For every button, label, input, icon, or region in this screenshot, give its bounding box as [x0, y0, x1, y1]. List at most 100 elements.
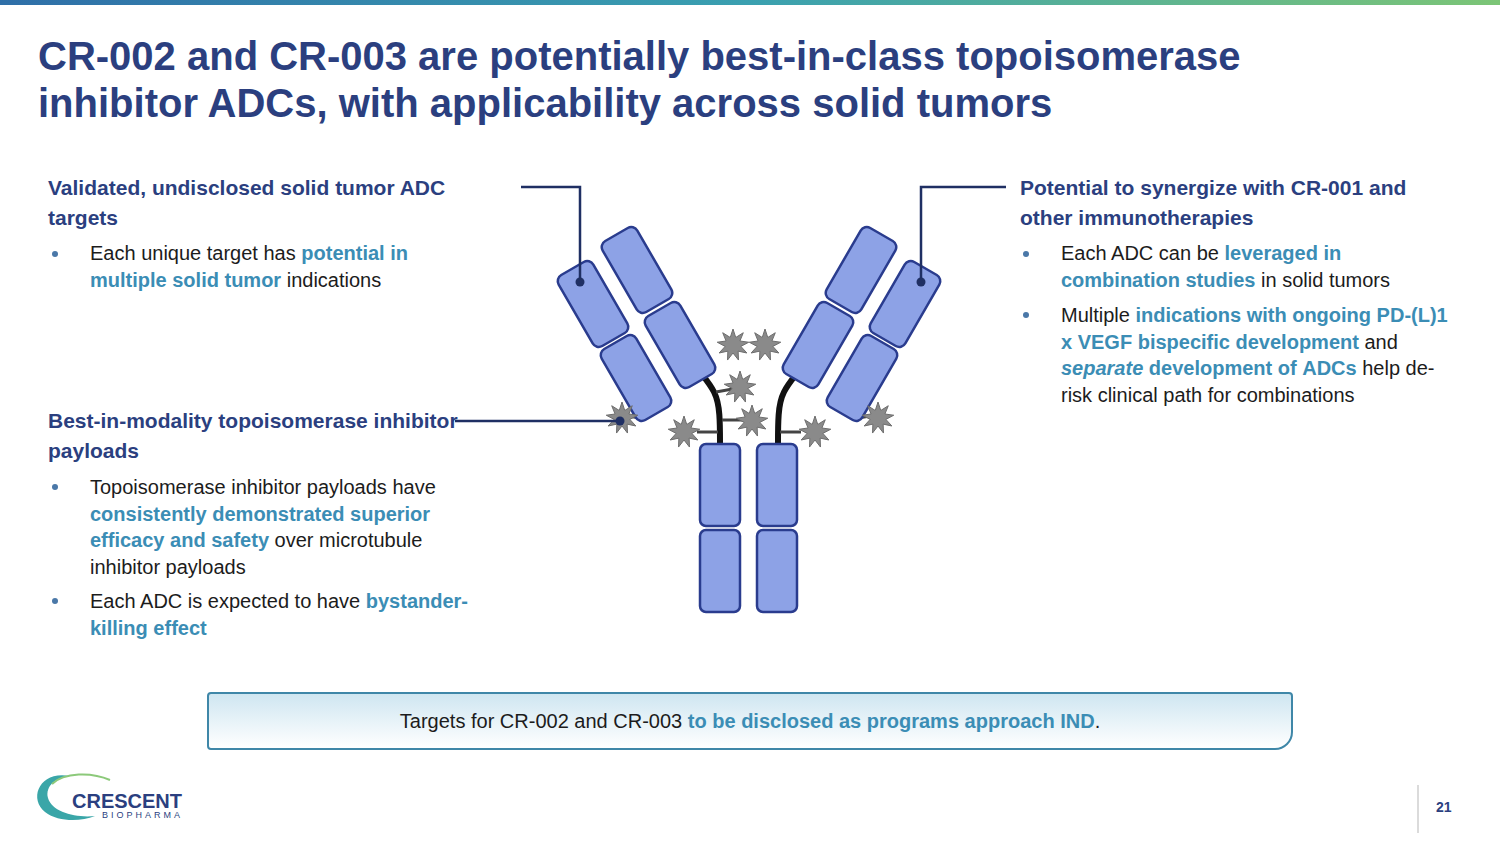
text-run: ongoing — [1292, 304, 1371, 326]
text-run: in — [1261, 269, 1277, 291]
text-run: tumors — [1329, 269, 1390, 291]
page-divider — [1417, 785, 1419, 833]
text-run: Potential — [1020, 176, 1109, 199]
text-run: 21 — [1436, 799, 1452, 815]
text-run: ADC — [140, 590, 182, 612]
text-run: and — [1364, 331, 1397, 353]
text-run: to — [295, 590, 312, 612]
antibody-domain — [824, 332, 900, 423]
text-run: inhibitor — [231, 476, 301, 498]
text-run: Topoisomerase — [90, 476, 226, 498]
text-run: payloads — [307, 476, 387, 498]
text-run: solid — [280, 176, 329, 199]
text-run: payloads — [166, 556, 246, 578]
logo-swoosh — [52, 774, 110, 784]
bullet-text: Each unique target has potential in mult… — [90, 240, 468, 294]
leader-line — [455, 420, 620, 423]
payload-star — [606, 402, 638, 433]
text-run: CRESCENT — [72, 790, 182, 812]
antibody-domain — [867, 258, 943, 349]
text-run: is — [188, 590, 202, 612]
text-run: be — [712, 710, 735, 732]
top-bar — [0, 0, 1500, 5]
text-run: Multiple — [1061, 304, 1130, 326]
text-run: IND — [1060, 710, 1094, 732]
text-run: targets — [48, 206, 118, 229]
text-run: CR-002 — [500, 710, 569, 732]
text-run: PD-(L)1 — [1377, 304, 1448, 326]
text-run: microtubule — [319, 529, 422, 551]
logo-wordmark: CRESCENT — [72, 790, 212, 812]
payload-star — [749, 329, 781, 360]
bullet-text: Each ADC can be leveraged in combination… — [1061, 240, 1456, 294]
text-run: VEGF — [1078, 331, 1132, 353]
text-run: demonstrated — [212, 503, 344, 525]
bullet-text: Topoisomerase inhibitor payloads have co… — [90, 474, 485, 580]
text-run: inhibitor — [374, 409, 458, 432]
text-run: and — [1369, 176, 1406, 199]
text-run: with — [1243, 176, 1285, 199]
text-run: programs — [867, 710, 959, 732]
text-run: Validated, — [48, 176, 146, 199]
page-number: 21 — [1436, 799, 1476, 815]
text-run: target — [207, 242, 258, 264]
text-run: synergize — [1140, 176, 1237, 199]
text-run: CR-003 — [613, 710, 682, 732]
leader-line — [521, 187, 580, 282]
text-run: as — [839, 710, 861, 732]
text-run: approach — [965, 710, 1055, 732]
text-run: development — [1236, 331, 1359, 353]
banner-text: Targets for CR-002 and CR-003 to be disc… — [400, 708, 1100, 734]
text-run: Each — [1061, 242, 1107, 264]
antibody-domain — [757, 530, 797, 612]
text-run: separate — [1061, 357, 1143, 379]
leader-dot — [616, 417, 625, 426]
text-run: indications — [287, 269, 382, 291]
logo-subtitle: BIOPHARMA — [102, 810, 222, 821]
text-run: Best-in-modality — [48, 409, 213, 432]
text-run: payloads — [48, 439, 139, 462]
text-run: in — [1323, 242, 1341, 264]
callout-heading: Potential to synergize with CR-001 and o… — [1020, 173, 1460, 233]
text-run: to — [688, 710, 707, 732]
payload-star — [862, 402, 894, 433]
text-run: solid — [1282, 269, 1323, 291]
text-run: ADCs — [1302, 357, 1356, 379]
text-run: for — [1208, 384, 1231, 406]
bullet-dot — [1023, 251, 1029, 257]
text-run: have — [392, 476, 435, 498]
text-run: in — [390, 242, 408, 264]
text-run: BIOPHARMA — [102, 810, 183, 820]
antibody-domain — [555, 258, 631, 349]
callout-heading: Validated, undisclosed solid tumor ADC t… — [48, 173, 488, 233]
text-run: ADC — [400, 176, 446, 199]
leader-dot — [576, 278, 585, 287]
text-run: undisclosed — [152, 176, 275, 199]
text-run: safety — [211, 529, 269, 551]
text-run: path — [1163, 384, 1202, 406]
bullet-text: Multiple indications with ongoing PD-(L)… — [1061, 302, 1461, 408]
text-run: help — [1362, 357, 1400, 379]
leader-dot — [917, 278, 926, 287]
text-run: be — [1197, 242, 1219, 264]
antibody-domain — [598, 332, 674, 423]
text-run: of — [1278, 357, 1297, 379]
text-run: superior — [350, 503, 430, 525]
text-run: over — [275, 529, 314, 551]
text-run: . — [1095, 710, 1101, 732]
antibody-domain — [700, 444, 740, 526]
text-run: unique — [141, 242, 201, 264]
text-run: bispecific — [1138, 331, 1230, 353]
text-run: solid — [172, 269, 219, 291]
text-run: has — [264, 242, 296, 264]
bullet-dot — [52, 251, 58, 257]
text-run: can — [1159, 242, 1191, 264]
text-run: consistently — [90, 503, 207, 525]
text-run: multiple — [90, 269, 167, 291]
hinge — [778, 372, 798, 448]
banner-box: Targets for CR-002 and CR-003 to be disc… — [207, 692, 1293, 750]
text-run: combinations — [1237, 384, 1355, 406]
text-run: Each — [90, 590, 136, 612]
text-run: tumor — [335, 176, 395, 199]
text-run: Targets — [400, 710, 466, 732]
